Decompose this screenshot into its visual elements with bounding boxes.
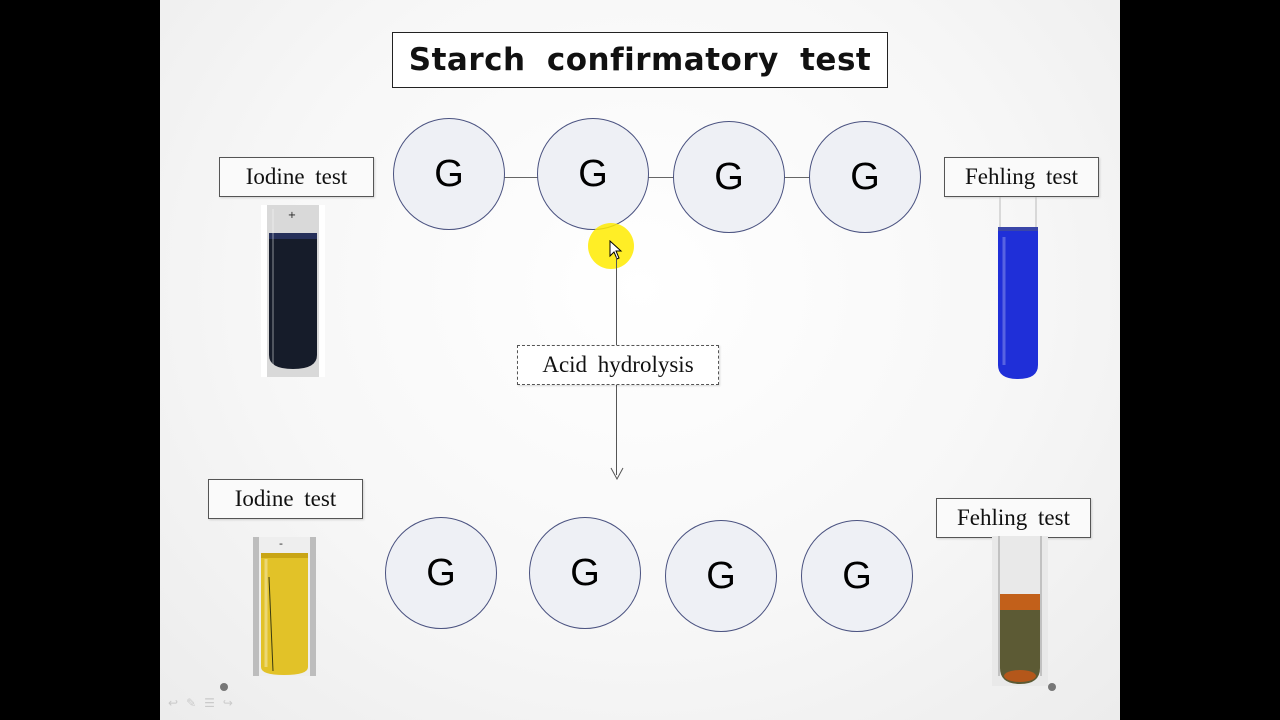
- fehling-blue-tube: [998, 197, 1038, 379]
- glucose-unit: G: [529, 517, 641, 629]
- iodine-test-label-bottom: Iodine test: [208, 479, 363, 519]
- presenter-toolbar: ↩ ✎ ☰ ↪: [168, 696, 233, 710]
- iodine-positive-tube: +: [261, 205, 325, 377]
- undo-icon[interactable]: ↩: [168, 696, 179, 710]
- glycosidic-bond: [490, 177, 545, 178]
- fehling-precipitate-tube: [992, 536, 1048, 686]
- glucose-unit: G: [385, 517, 497, 629]
- fehling-test-label-bottom: Fehling test: [936, 498, 1091, 538]
- positive-sign: +: [288, 210, 296, 221]
- fehling-test-label-top: Fehling test: [944, 157, 1099, 197]
- mouse-pointer-icon: [609, 240, 623, 260]
- glucose-unit: G: [801, 520, 913, 632]
- glycosidic-bond: [626, 177, 682, 178]
- glucose-unit: G: [809, 121, 921, 233]
- iodine-negative-tube: -: [253, 537, 316, 676]
- slide-canvas: Starch confirmatory test G G G G Iodine …: [160, 0, 1120, 720]
- nav-dot-right[interactable]: [1048, 683, 1056, 691]
- menu-icon[interactable]: ☰: [204, 696, 215, 710]
- glucose-unit: G: [393, 118, 505, 230]
- slide-title: Starch confirmatory test: [392, 32, 888, 88]
- glucose-unit: G: [665, 520, 777, 632]
- glycosidic-bond: [762, 177, 818, 178]
- negative-sign: -: [279, 537, 283, 550]
- glucose-unit: G: [537, 118, 649, 230]
- arrow-head-icon: [610, 467, 624, 480]
- nav-dot-left[interactable]: [220, 683, 228, 691]
- pen-icon[interactable]: ✎: [186, 696, 197, 710]
- redo-icon[interactable]: ↪: [222, 696, 233, 710]
- glucose-unit: G: [673, 121, 785, 233]
- iodine-test-label-top: Iodine test: [219, 157, 374, 197]
- acid-hydrolysis-label: Acid hydrolysis: [517, 345, 719, 385]
